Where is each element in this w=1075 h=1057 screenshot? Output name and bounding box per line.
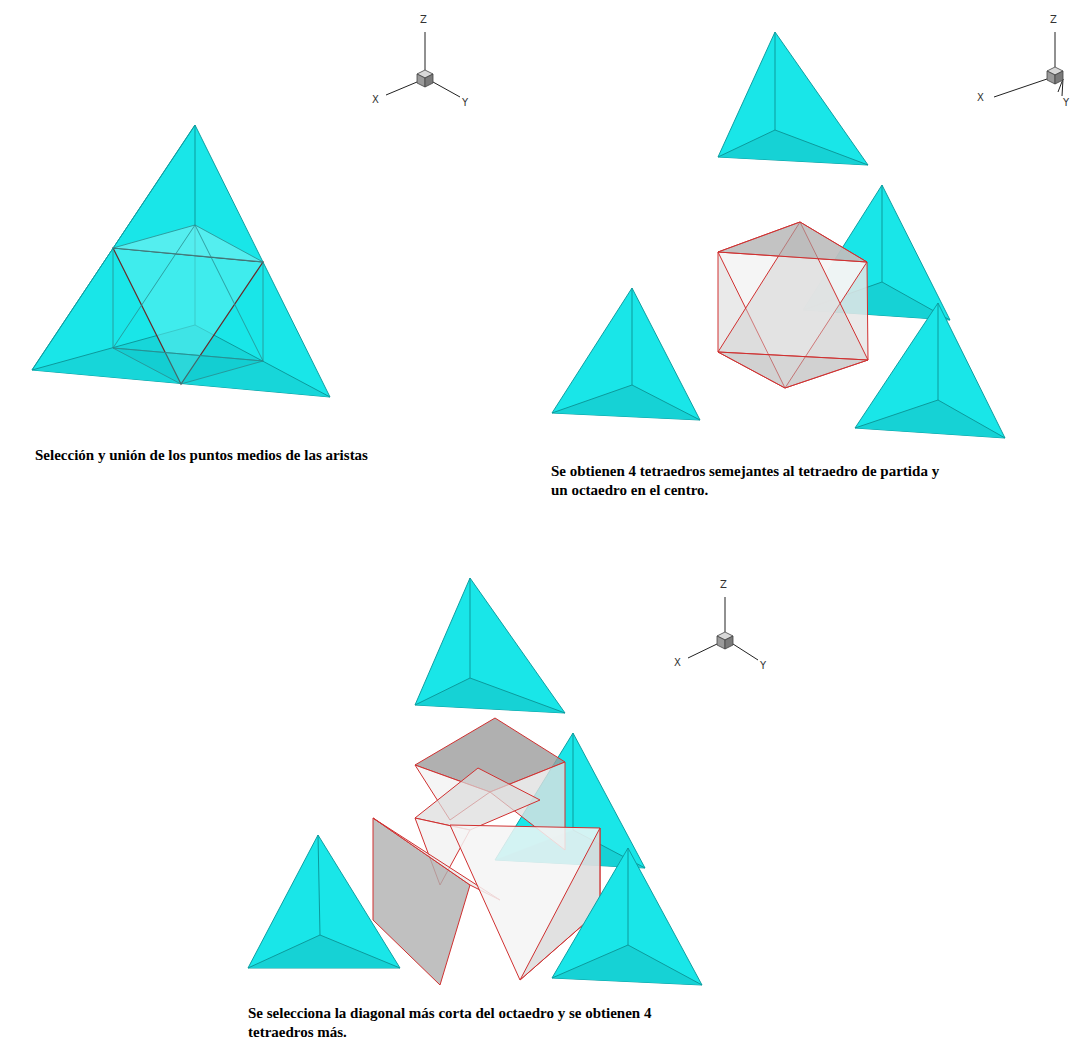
tetrahedron xyxy=(32,125,330,397)
axis-triad xyxy=(994,32,1063,97)
tetrahedron xyxy=(855,303,1005,438)
axis-triad xyxy=(386,32,460,97)
caption: Selección y unión de los puntos medios d… xyxy=(35,446,555,465)
axis-label: Y xyxy=(462,97,468,109)
octahedron-pieces xyxy=(373,718,600,985)
caption: Se obtienen 4 tetraedros semejantes al t… xyxy=(551,462,951,500)
axis-label: Y xyxy=(1063,97,1069,109)
axis-label: Z xyxy=(1050,14,1057,26)
axis-label: X xyxy=(977,92,984,104)
tetrahedron xyxy=(248,835,400,968)
axis-triad xyxy=(688,597,758,660)
axis-label: Y xyxy=(760,660,766,672)
octahedron xyxy=(718,222,868,388)
tetrahedron xyxy=(552,848,702,985)
axis-label: Z xyxy=(420,14,427,26)
tetrahedron xyxy=(552,288,700,420)
axis-label: X xyxy=(372,94,379,106)
caption: Se selecciona la diagonal más corta del … xyxy=(248,1004,678,1042)
tetrahedron xyxy=(718,32,868,165)
tetrahedron xyxy=(415,578,565,713)
axis-label: Z xyxy=(720,579,727,591)
axis-label: X xyxy=(674,657,681,669)
